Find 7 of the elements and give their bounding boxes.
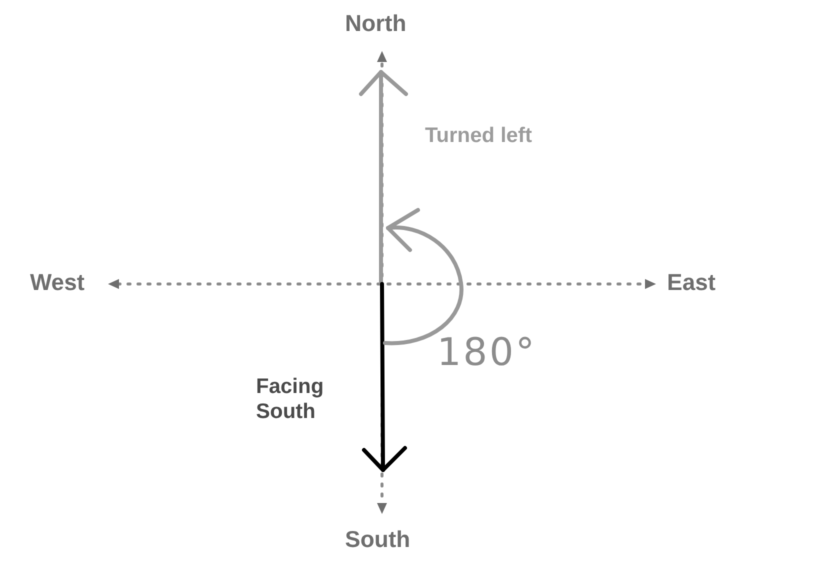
compass-label: South (345, 526, 410, 554)
annotation-text: Turned left (425, 123, 532, 148)
angle-label: 180° (437, 330, 537, 376)
compass-label: East (667, 269, 716, 297)
annotation-text: Facing South (256, 374, 325, 424)
compass-label: West (30, 269, 85, 297)
compass-label: North (345, 10, 406, 38)
